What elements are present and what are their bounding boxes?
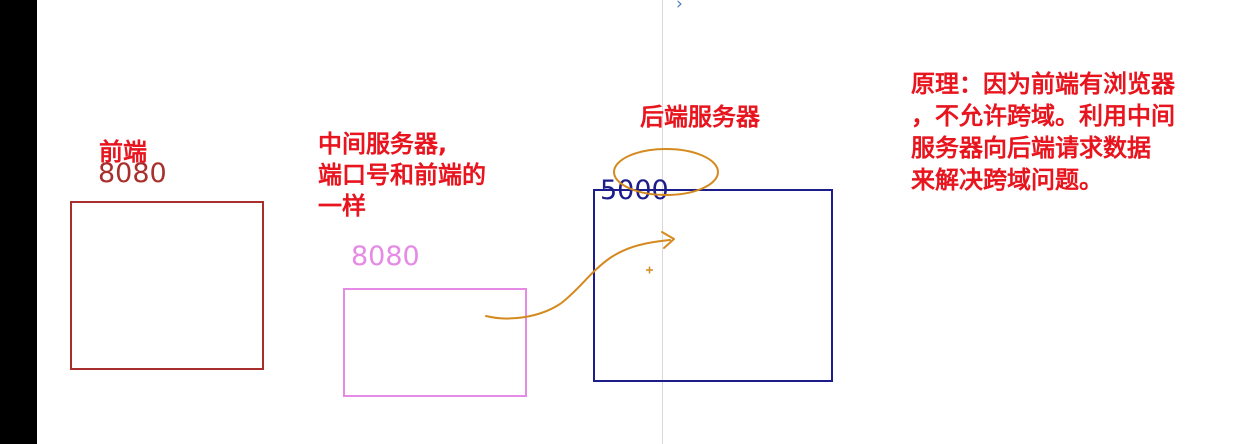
port-highlight-circle — [613, 148, 719, 196]
left-dark-panel — [0, 0, 37, 444]
middle-server-port: 8080 — [351, 241, 420, 272]
frontend-title: 前端 — [99, 138, 147, 166]
proxy-arrow-line — [485, 239, 671, 320]
vertical-divider — [662, 0, 663, 444]
principle-line-4: 来解决跨域问题。 — [911, 166, 1103, 194]
frontend-port: 8080 — [98, 158, 167, 189]
chevron-right-icon[interactable]: › — [676, 0, 683, 14]
frontend-box — [70, 201, 264, 370]
crosshair-cursor-icon — [646, 266, 653, 274]
proxy-arrow-head-icon — [661, 231, 675, 249]
principle-line-1: 原理：因为前端有浏览器 — [911, 70, 1175, 98]
middle-server-box — [343, 288, 527, 397]
middle-server-title-line-2: 端口号和前端的 — [318, 161, 486, 189]
principle-line-3: 服务器向后端请求数据 — [911, 134, 1151, 162]
middle-server-title-line-1: 中间服务器, — [318, 130, 448, 158]
backend-title: 后端服务器 — [640, 103, 760, 131]
backend-box — [593, 189, 833, 382]
principle-line-2: ，不允许跨域。利用中间 — [911, 102, 1175, 130]
middle-server-title-line-3: 一样 — [318, 192, 366, 220]
